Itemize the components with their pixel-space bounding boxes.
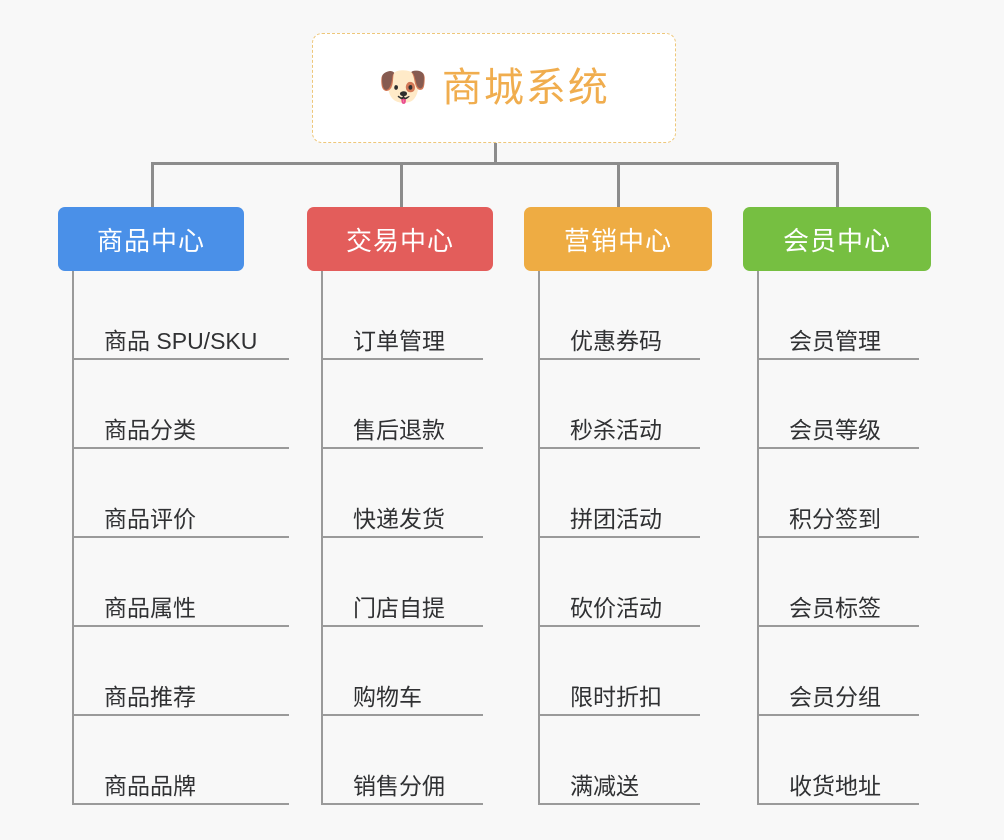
connector-root-stem — [494, 143, 497, 164]
list-item[interactable]: 商品 SPU/SKU — [74, 271, 289, 360]
category-header-member-center[interactable]: 会员中心 — [743, 207, 931, 271]
list-item[interactable]: 商品分类 — [74, 360, 289, 449]
list-item[interactable]: 快递发货 — [323, 449, 483, 538]
leaf-list-marketing-center: 优惠券码 秒杀活动 拼团活动 砍价活动 限时折扣 满减送 — [538, 271, 712, 805]
leaf-label: 会员管理 — [789, 327, 881, 354]
category-header-marketing-center[interactable]: 营销中心 — [524, 207, 712, 271]
leaf-label: 门店自提 — [353, 594, 445, 621]
leaf-label: 快递发货 — [353, 505, 445, 532]
leaf-label: 商品推荐 — [104, 683, 196, 710]
category-title: 交易中心 — [345, 225, 454, 256]
leaf-label: 售后退款 — [353, 416, 445, 443]
leaf-list-product-center: 商品 SPU/SKU 商品分类 商品评价 商品属性 商品推荐 商品品牌 — [72, 271, 289, 805]
branch-product-center: 商品中心 商品 SPU/SKU 商品分类 商品评价 商品属性 商品推荐 商品品牌 — [58, 207, 289, 805]
category-title: 营销中心 — [563, 225, 672, 256]
branch-trade-center: 交易中心 订单管理 售后退款 快递发货 门店自提 购物车 销售分佣 — [307, 207, 493, 805]
category-title: 商品中心 — [96, 225, 205, 256]
root-node[interactable]: 🐶 商城系统 — [312, 33, 676, 143]
list-item[interactable]: 商品推荐 — [74, 627, 289, 716]
connector-drop-product-center — [151, 164, 154, 208]
list-item[interactable]: 满减送 — [540, 716, 700, 805]
leaf-label: 会员等级 — [789, 416, 881, 443]
list-item[interactable]: 订单管理 — [323, 271, 483, 360]
list-item[interactable]: 售后退款 — [323, 360, 483, 449]
list-item[interactable]: 销售分佣 — [323, 716, 483, 805]
dog-face-icon: 🐶 — [378, 65, 428, 109]
connector-drop-marketing-center — [617, 164, 620, 208]
list-item[interactable]: 限时折扣 — [540, 627, 700, 716]
leaf-label: 积分签到 — [789, 505, 881, 532]
leaf-label: 砍价活动 — [570, 594, 662, 621]
list-item[interactable]: 收货地址 — [759, 716, 919, 805]
leaf-label: 限时折扣 — [570, 683, 662, 710]
branch-marketing-center: 营销中心 优惠券码 秒杀活动 拼团活动 砍价活动 限时折扣 满减送 — [524, 207, 712, 805]
leaf-list-trade-center: 订单管理 售后退款 快递发货 门店自提 购物车 销售分佣 — [321, 271, 493, 805]
leaf-label: 商品属性 — [104, 594, 196, 621]
list-item[interactable]: 门店自提 — [323, 538, 483, 627]
list-item[interactable]: 拼团活动 — [540, 449, 700, 538]
list-item[interactable]: 会员标签 — [759, 538, 919, 627]
category-header-product-center[interactable]: 商品中心 — [58, 207, 244, 271]
leaf-label: 会员分组 — [789, 683, 881, 710]
leaf-label: 优惠券码 — [570, 327, 662, 354]
connector-drop-member-center — [836, 164, 839, 208]
branch-member-center: 会员中心 会员管理 会员等级 积分签到 会员标签 会员分组 收货地址 — [743, 207, 931, 805]
root-title: 商城系统 — [441, 66, 610, 110]
leaf-label: 订单管理 — [353, 327, 445, 354]
list-item[interactable]: 砍价活动 — [540, 538, 700, 627]
list-item[interactable]: 秒杀活动 — [540, 360, 700, 449]
leaf-label: 商品品牌 — [104, 772, 196, 799]
list-item[interactable]: 优惠券码 — [540, 271, 700, 360]
connector-drop-trade-center — [400, 164, 403, 208]
list-item[interactable]: 购物车 — [323, 627, 483, 716]
category-header-trade-center[interactable]: 交易中心 — [307, 207, 493, 271]
leaf-label: 商品评价 — [104, 505, 196, 532]
list-item[interactable]: 会员等级 — [759, 360, 919, 449]
leaf-label: 购物车 — [353, 683, 422, 710]
leaf-label: 收货地址 — [789, 772, 881, 799]
leaf-label: 秒杀活动 — [570, 416, 662, 443]
leaf-label: 满减送 — [570, 772, 639, 799]
list-item[interactable]: 商品评价 — [74, 449, 289, 538]
leaf-label: 商品 SPU/SKU — [104, 327, 258, 354]
list-item[interactable]: 积分签到 — [759, 449, 919, 538]
leaf-list-member-center: 会员管理 会员等级 积分签到 会员标签 会员分组 收货地址 — [757, 271, 931, 805]
leaf-label: 会员标签 — [789, 594, 881, 621]
list-item[interactable]: 商品品牌 — [74, 716, 289, 805]
list-item[interactable]: 会员管理 — [759, 271, 919, 360]
leaf-label: 商品分类 — [104, 416, 196, 443]
category-title: 会员中心 — [782, 225, 891, 256]
connector-horizontal-bus — [151, 162, 839, 165]
list-item[interactable]: 商品属性 — [74, 538, 289, 627]
leaf-label: 拼团活动 — [570, 505, 662, 532]
leaf-label: 销售分佣 — [353, 772, 445, 799]
list-item[interactable]: 会员分组 — [759, 627, 919, 716]
